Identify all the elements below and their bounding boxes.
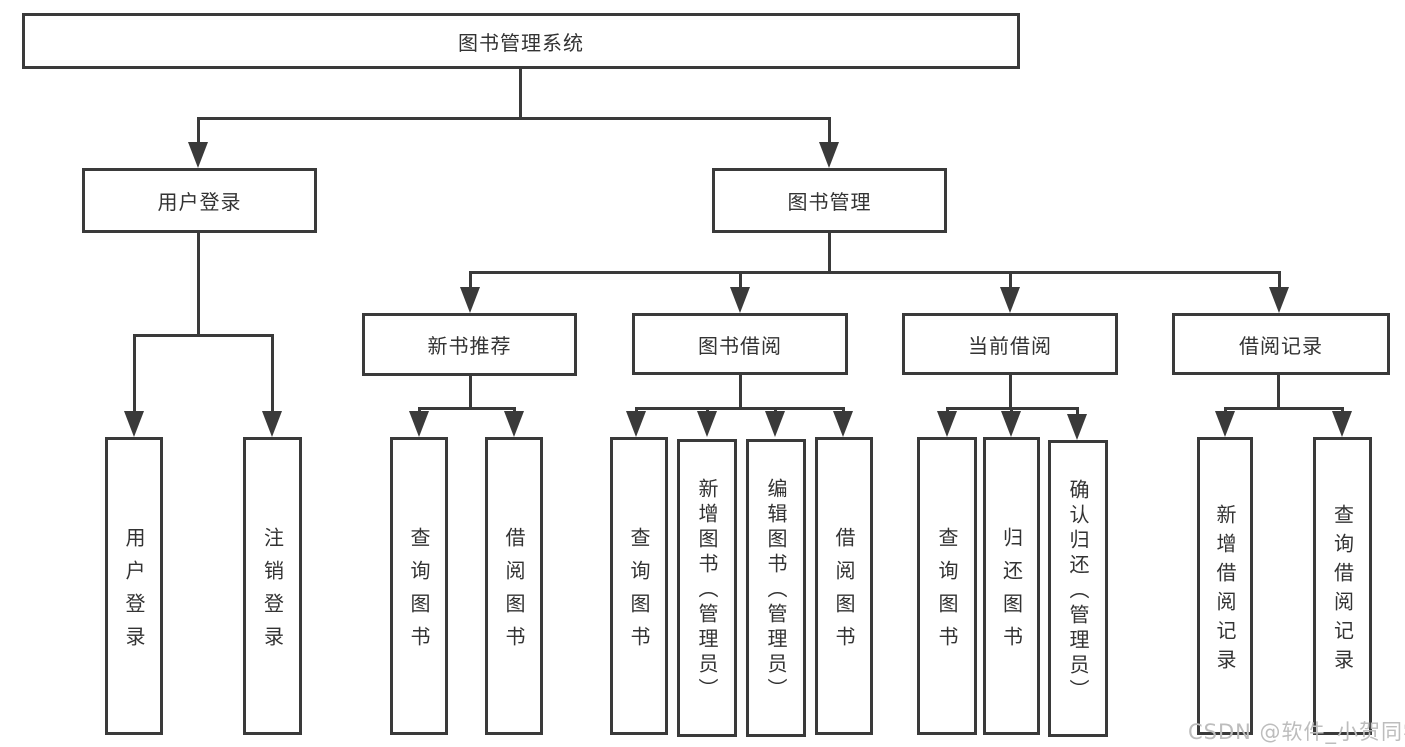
connector-line bbox=[1278, 271, 1281, 289]
arrowhead-down bbox=[937, 411, 957, 437]
connector-line bbox=[513, 407, 516, 414]
arrowhead-down bbox=[460, 287, 480, 313]
node-user-login-label: 用户登录 bbox=[157, 190, 242, 214]
connector-line bbox=[418, 407, 421, 414]
leaf-record-add-label: 新增借阅记录 bbox=[1213, 503, 1237, 678]
leaf-newbook-borrow: 借阅图书 bbox=[485, 437, 543, 735]
leaf-borrow-add-label: 新增图书（管理员） bbox=[695, 478, 719, 703]
connector-line bbox=[1224, 407, 1227, 414]
leaf-record-query: 查询借阅记录 bbox=[1313, 437, 1372, 735]
arrowhead-down bbox=[1332, 411, 1352, 437]
connector-line bbox=[828, 233, 831, 273]
arrowhead-down bbox=[262, 411, 282, 437]
leaf-current-return-label: 归还图书 bbox=[999, 526, 1024, 659]
node-current-borrow: 当前借阅 bbox=[902, 313, 1118, 375]
arrowhead-down bbox=[765, 411, 785, 437]
csdn-watermark: CSDN @软件_小贺同学 bbox=[1188, 720, 1405, 744]
connector-line bbox=[469, 271, 472, 289]
arrowhead-down bbox=[626, 411, 646, 437]
leaf-record-query-label: 查询借阅记录 bbox=[1330, 503, 1355, 678]
node-new-book-recommend-label: 新书推荐 bbox=[427, 334, 512, 358]
node-borrow-record: 借阅记录 bbox=[1172, 313, 1390, 375]
arrowhead-down bbox=[1269, 287, 1289, 313]
connector-line bbox=[1277, 375, 1280, 409]
leaf-logout-label: 注销登录 bbox=[260, 526, 285, 659]
leaf-borrow-add: 新增图书（管理员） bbox=[677, 439, 737, 737]
node-user-login: 用户登录 bbox=[82, 168, 317, 233]
connector-line bbox=[706, 407, 709, 414]
node-root-label: 图书管理系统 bbox=[458, 30, 584, 55]
connector-line bbox=[1076, 407, 1079, 414]
node-book-borrow-label: 图书借阅 bbox=[698, 333, 782, 358]
node-root: 图书管理系统 bbox=[22, 13, 1020, 69]
connector-line bbox=[1341, 407, 1344, 414]
connector-line bbox=[739, 374, 742, 409]
node-book-management-label: 图书管理 bbox=[787, 190, 872, 214]
connector-line bbox=[197, 232, 200, 336]
connector-line bbox=[774, 407, 777, 414]
leaf-current-query: 查询图书 bbox=[917, 437, 977, 735]
leaf-logout: 注销登录 bbox=[243, 437, 302, 735]
leaf-user-login-label: 用户登录 bbox=[122, 526, 146, 659]
leaf-current-confirm: 确认归还（管理员） bbox=[1048, 440, 1108, 737]
connector-line bbox=[197, 117, 200, 144]
arrowhead-down bbox=[1001, 411, 1021, 437]
connector-line bbox=[828, 117, 831, 144]
leaf-current-query-label: 查询图书 bbox=[935, 526, 959, 659]
leaf-borrow-query: 查询图书 bbox=[610, 437, 668, 735]
arrowhead-down bbox=[1000, 287, 1020, 313]
connector-line bbox=[1009, 375, 1012, 409]
connector-line bbox=[133, 334, 136, 413]
arrowhead-down bbox=[188, 142, 208, 168]
connector-line bbox=[133, 334, 274, 337]
leaf-user-login: 用户登录 bbox=[105, 437, 163, 735]
arrowhead-down bbox=[124, 411, 144, 437]
connector-line bbox=[739, 271, 742, 289]
leaf-newbook-query-label: 查询图书 bbox=[407, 526, 431, 659]
connector-line bbox=[271, 334, 274, 413]
node-book-management: 图书管理 bbox=[712, 168, 947, 233]
arrowhead-down bbox=[833, 411, 853, 437]
connector-line bbox=[1010, 407, 1013, 414]
arrowhead-down bbox=[1067, 414, 1087, 440]
connector-line bbox=[519, 68, 522, 118]
leaf-borrow-borrow-label: 借阅图书 bbox=[832, 526, 856, 659]
node-borrow-record-label: 借阅记录 bbox=[1239, 333, 1323, 358]
node-book-borrow: 图书借阅 bbox=[632, 313, 848, 375]
connector-line bbox=[418, 407, 516, 410]
arrowhead-down bbox=[409, 411, 429, 437]
connector-line bbox=[469, 375, 472, 409]
leaf-newbook-query: 查询图书 bbox=[390, 437, 448, 735]
arrowhead-down bbox=[504, 411, 524, 437]
connector-line bbox=[1224, 407, 1344, 410]
node-new-book-recommend: 新书推荐 bbox=[362, 313, 577, 376]
leaf-borrow-edit-label: 编辑图书（管理员） bbox=[764, 478, 788, 703]
arrowhead-down bbox=[697, 411, 717, 437]
connector-line bbox=[635, 407, 844, 410]
leaf-current-return: 归还图书 bbox=[983, 437, 1040, 735]
connector-line bbox=[1009, 271, 1012, 289]
connector-line bbox=[946, 407, 949, 414]
connector-line bbox=[635, 407, 638, 414]
leaf-record-add: 新增借阅记录 bbox=[1197, 437, 1253, 735]
connector-line bbox=[197, 117, 831, 120]
leaf-borrow-query-label: 查询图书 bbox=[627, 526, 651, 659]
connector-line bbox=[842, 407, 845, 414]
node-current-borrow-label: 当前借阅 bbox=[968, 333, 1052, 358]
arrowhead-down bbox=[730, 287, 750, 313]
leaf-borrow-borrow: 借阅图书 bbox=[815, 437, 873, 735]
arrowhead-down bbox=[819, 142, 839, 168]
leaf-current-confirm-label: 确认归还（管理员） bbox=[1066, 478, 1090, 704]
connector-line bbox=[469, 271, 1281, 274]
leaf-newbook-borrow-label: 借阅图书 bbox=[502, 526, 526, 659]
leaf-borrow-edit: 编辑图书（管理员） bbox=[746, 439, 806, 737]
arrowhead-down bbox=[1215, 411, 1235, 437]
